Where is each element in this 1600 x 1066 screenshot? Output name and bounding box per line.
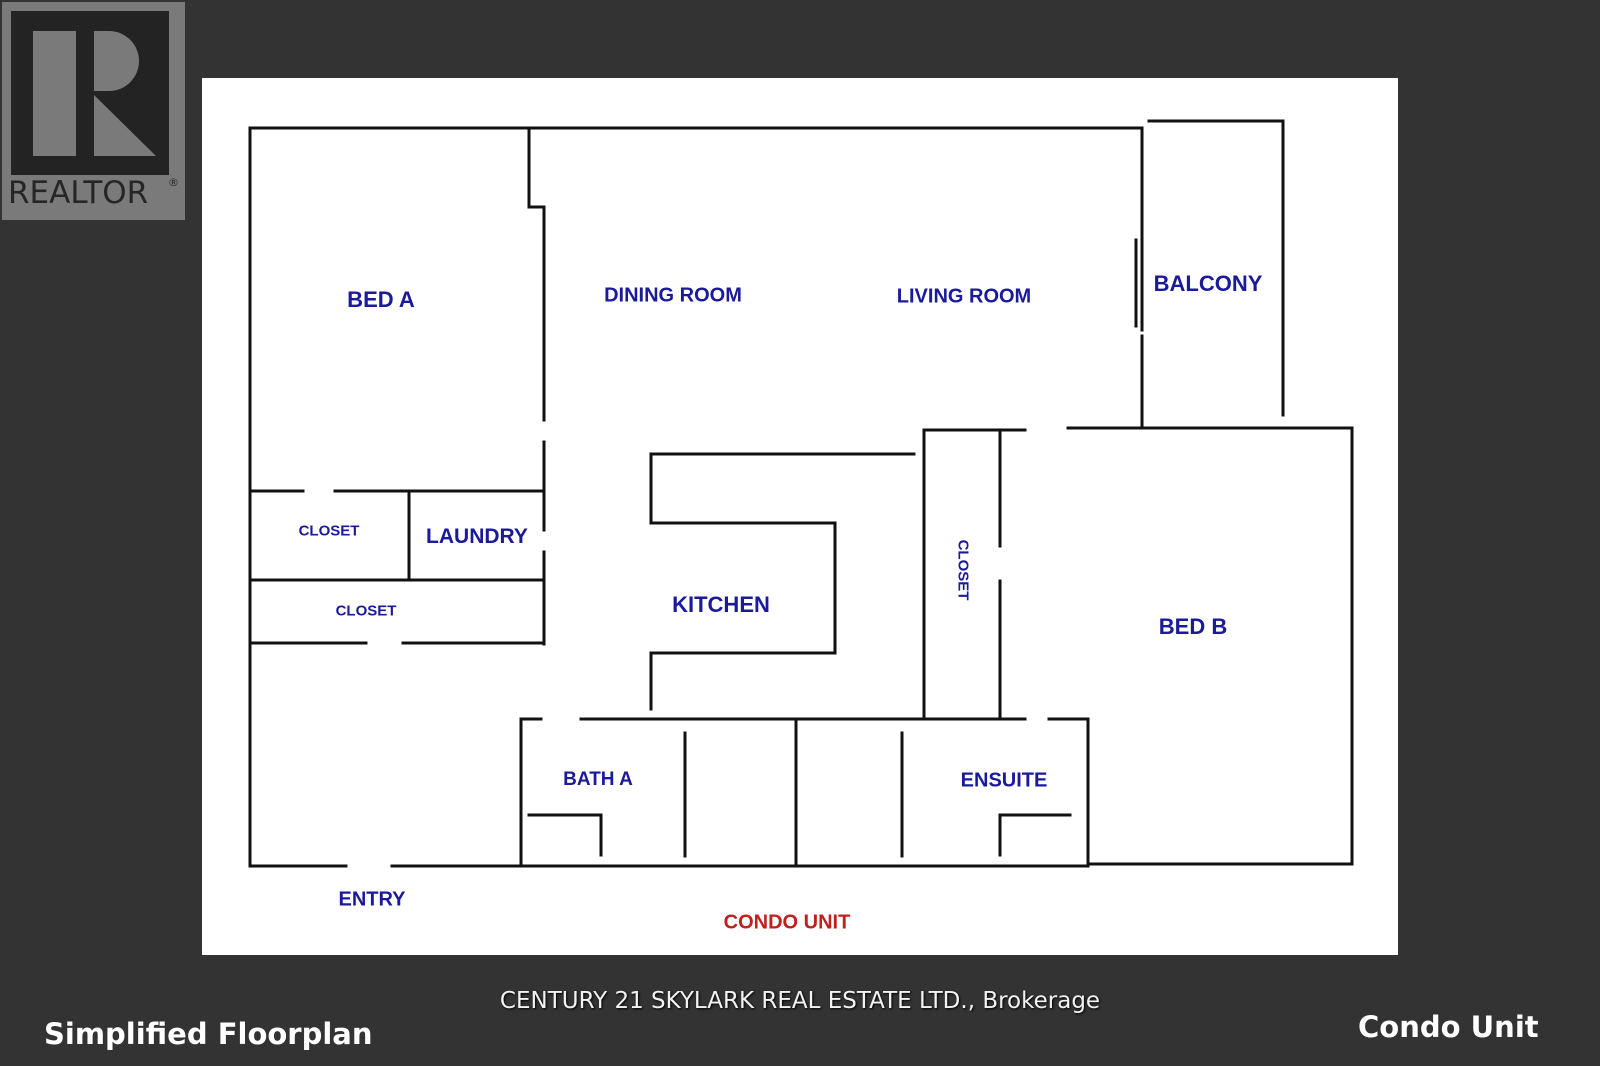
wall-bed-a-right [527,126,546,422]
registered-mark: ® [168,176,179,189]
brokerage-credit: CENTURY 21 SKYLARK REAL ESTATE LTD., Bro… [499,988,1101,1014]
room-label-closet-a2: CLOSET [335,602,397,620]
wall-balcony [1147,119,1285,417]
room-label-kitchen: KITCHEN [672,592,770,617]
wall-ensuite-shower [998,813,1072,857]
realtor-wordmark: REALTOR [8,175,149,211]
caption-simplified-floorplan: Simplified Floorplan [44,1017,373,1051]
floorplan-sheet: BED A DINING ROOM LIVING ROOM BALCONY CL… [202,78,1398,955]
room-label-closet-b: CLOSET [954,539,972,601]
room-label-dining-room: DINING ROOM [604,284,742,307]
realtor-r-mark-icon [11,11,169,175]
caption-condo-unit: Condo Unit [1358,1010,1539,1044]
floorplan-walls [248,119,1354,868]
wall-hall-closet [922,428,1027,720]
wall-kitchen [649,452,916,711]
room-label-closet-a1: CLOSET [298,522,360,540]
room-label-ensuite: ENSUITE [960,769,1048,792]
room-label-entry: ENTRY [338,888,406,911]
wall-top-living [248,126,1144,332]
room-label-bed-b: BED B [1158,614,1228,639]
unit-type-label: CONDO UNIT [723,911,851,934]
room-label-laundry: LAUNDRY [426,525,528,548]
room-label-living-room: LIVING ROOM [896,285,1032,308]
wall-bath-a-tub [527,813,603,857]
room-label-balcony: BALCONY [1153,271,1263,296]
room-label-bath-a: BATH A [563,769,633,790]
room-label-bed-a: BED A [347,287,415,312]
realtor-logo: REALTOR ® [2,2,185,220]
